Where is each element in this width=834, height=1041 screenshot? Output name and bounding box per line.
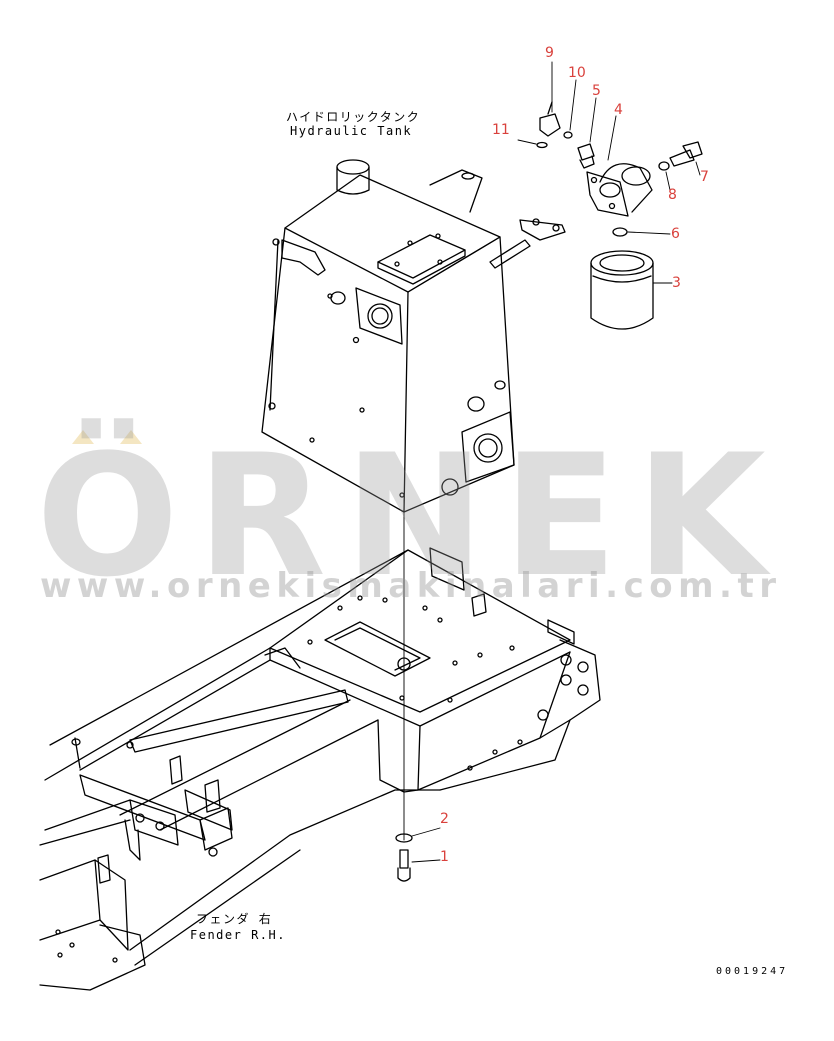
callout-1: 1 [440, 849, 449, 865]
filter-head [586, 163, 653, 217]
callout-7: 7 [700, 169, 709, 185]
tank-label-en: Hydraulic Tank [290, 124, 413, 138]
callout-6: 6 [671, 226, 680, 242]
callout-8: 8 [668, 187, 677, 203]
washer-2 [395, 833, 413, 843]
oring-10 [563, 131, 573, 139]
frame [39, 547, 601, 991]
callout-9: 9 [545, 45, 554, 61]
watermark-umlaut-dot [120, 430, 142, 444]
callout-5: 5 [592, 83, 601, 99]
elbow [539, 101, 561, 137]
nipple [577, 143, 595, 169]
oring-11 [536, 141, 548, 149]
callout-3: 3 [672, 275, 681, 291]
callout-2: 2 [440, 811, 449, 827]
leader-lines [411, 61, 701, 863]
oring-6 [612, 227, 628, 237]
watermark-umlaut-dot [72, 430, 94, 444]
callout-4: 4 [614, 102, 623, 118]
fender-label-jp: フェンダ 右 [196, 912, 273, 926]
bolt-1 [397, 849, 411, 882]
fender-label-en: Fender R.H. [190, 928, 286, 942]
filter-element [590, 250, 654, 330]
watermark-brand: ÖRNEK [36, 418, 784, 614]
bolt-7 [669, 141, 703, 167]
drawing-number: 00019247 [716, 966, 789, 977]
callout-10: 10 [568, 65, 586, 81]
callout-11: 11 [492, 122, 510, 138]
washer-8 [658, 161, 670, 171]
tank-label-jp: ハイドロリックタンク [286, 110, 421, 124]
hydraulic-tank [261, 159, 566, 513]
watermark-url: www.ornekismakinalari.com.tr [40, 566, 782, 606]
